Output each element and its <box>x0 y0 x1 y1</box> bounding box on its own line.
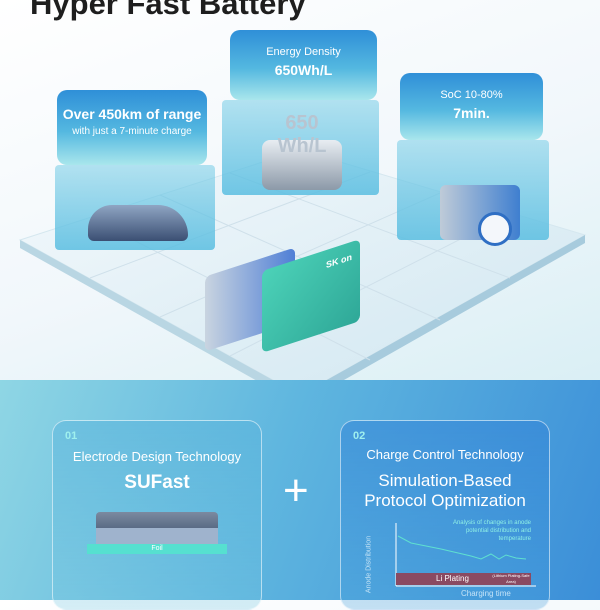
range-card: Over 450km of range with just a 7-minute… <box>57 90 207 165</box>
li-plating-bar: Li Plating <box>396 573 531 585</box>
chart-ylabel: Anode Distribution <box>365 535 373 594</box>
charge-control-panel: 02 Charge Control Technology Simulation-… <box>340 420 550 610</box>
panel-title-line1: Simulation-Based <box>378 471 512 490</box>
density-card: Energy Density 650Wh/L <box>230 30 377 100</box>
plus-icon: + <box>283 466 309 515</box>
panel-title-line2: Protocol Optimization <box>364 491 526 510</box>
chart-annotation: Analysis of changes in anode potential d… <box>452 520 531 542</box>
panel-number: 01 <box>65 430 78 442</box>
density-label: Energy Density <box>266 46 341 58</box>
density-value: 650Wh/L <box>274 62 333 78</box>
anode-line <box>397 535 527 560</box>
density-illustration: 650 Wh/L <box>262 112 342 190</box>
foil-layer: Foil <box>87 544 227 554</box>
soc-label: SoC 10-80% <box>440 89 503 101</box>
electrode-panel: 01 Electrode Design Technology SUFast Fo… <box>52 420 262 610</box>
panel-label: Electrode Design Technology <box>72 449 242 464</box>
clock-icon <box>478 212 512 246</box>
page-title: Hyper Fast Battery <box>30 0 306 21</box>
panel-title: SUFast <box>124 472 190 493</box>
car-illustration <box>88 205 188 241</box>
electrode-layer-top <box>96 512 218 528</box>
soc-card: SoC 10-80% 7min. <box>400 73 543 140</box>
chart-xlabel: Charging time <box>461 589 511 598</box>
panel-number: 02 <box>353 430 366 442</box>
range-sub: with just a 7-minute charge <box>72 126 192 137</box>
battery-logo: SK on <box>326 251 352 271</box>
range-headline: Over 450km of range <box>62 106 202 122</box>
panel-label: Charge Control Technology <box>366 447 524 462</box>
electrode-layer-bottom <box>96 528 218 544</box>
li-plating-label: Li Plating <box>436 574 469 583</box>
safe-area-label: (Lithium Plating-Safe Area) <box>492 573 530 584</box>
soc-value: 7min. <box>453 105 490 121</box>
